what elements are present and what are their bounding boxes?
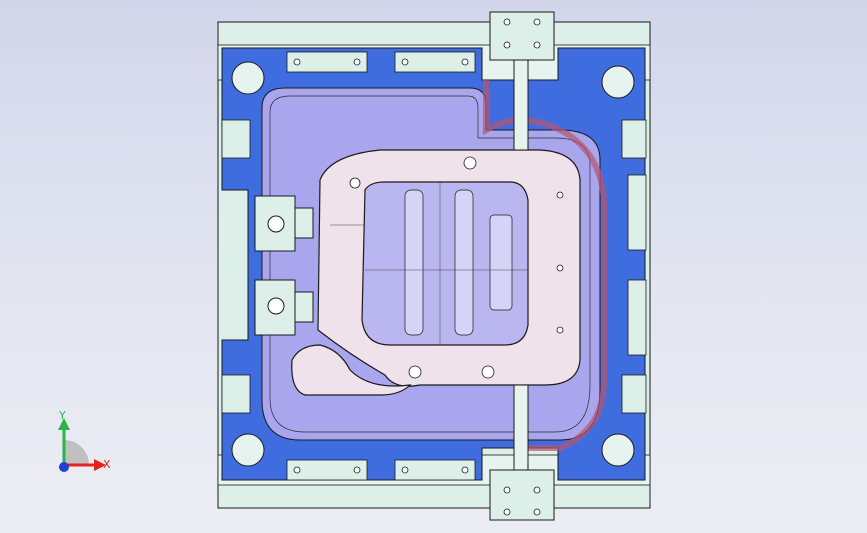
x-axis-label: X — [103, 458, 111, 471]
bottom-locking-bar — [489, 384, 555, 521]
corner-blocks — [221, 119, 647, 414]
y-axis-arrow — [58, 418, 70, 430]
window-ribs — [404, 189, 513, 336]
triad-quarter-disc — [64, 440, 89, 465]
part-window — [361, 181, 529, 346]
y-axis-label: Y — [58, 410, 66, 422]
left-slider-bottom — [254, 279, 314, 336]
guide-pillar-holes — [231, 61, 635, 467]
part-grid-lines — [330, 182, 528, 345]
z-axis-dot — [59, 462, 69, 472]
left-slider-top — [254, 195, 314, 252]
coordinate-triad: Y X — [58, 410, 111, 472]
x-axis-arrow — [94, 459, 106, 471]
hook-feature — [291, 344, 412, 396]
screw-heads — [293, 18, 564, 516]
clamp-pads — [286, 51, 476, 481]
top-locking-bar — [489, 11, 555, 151]
